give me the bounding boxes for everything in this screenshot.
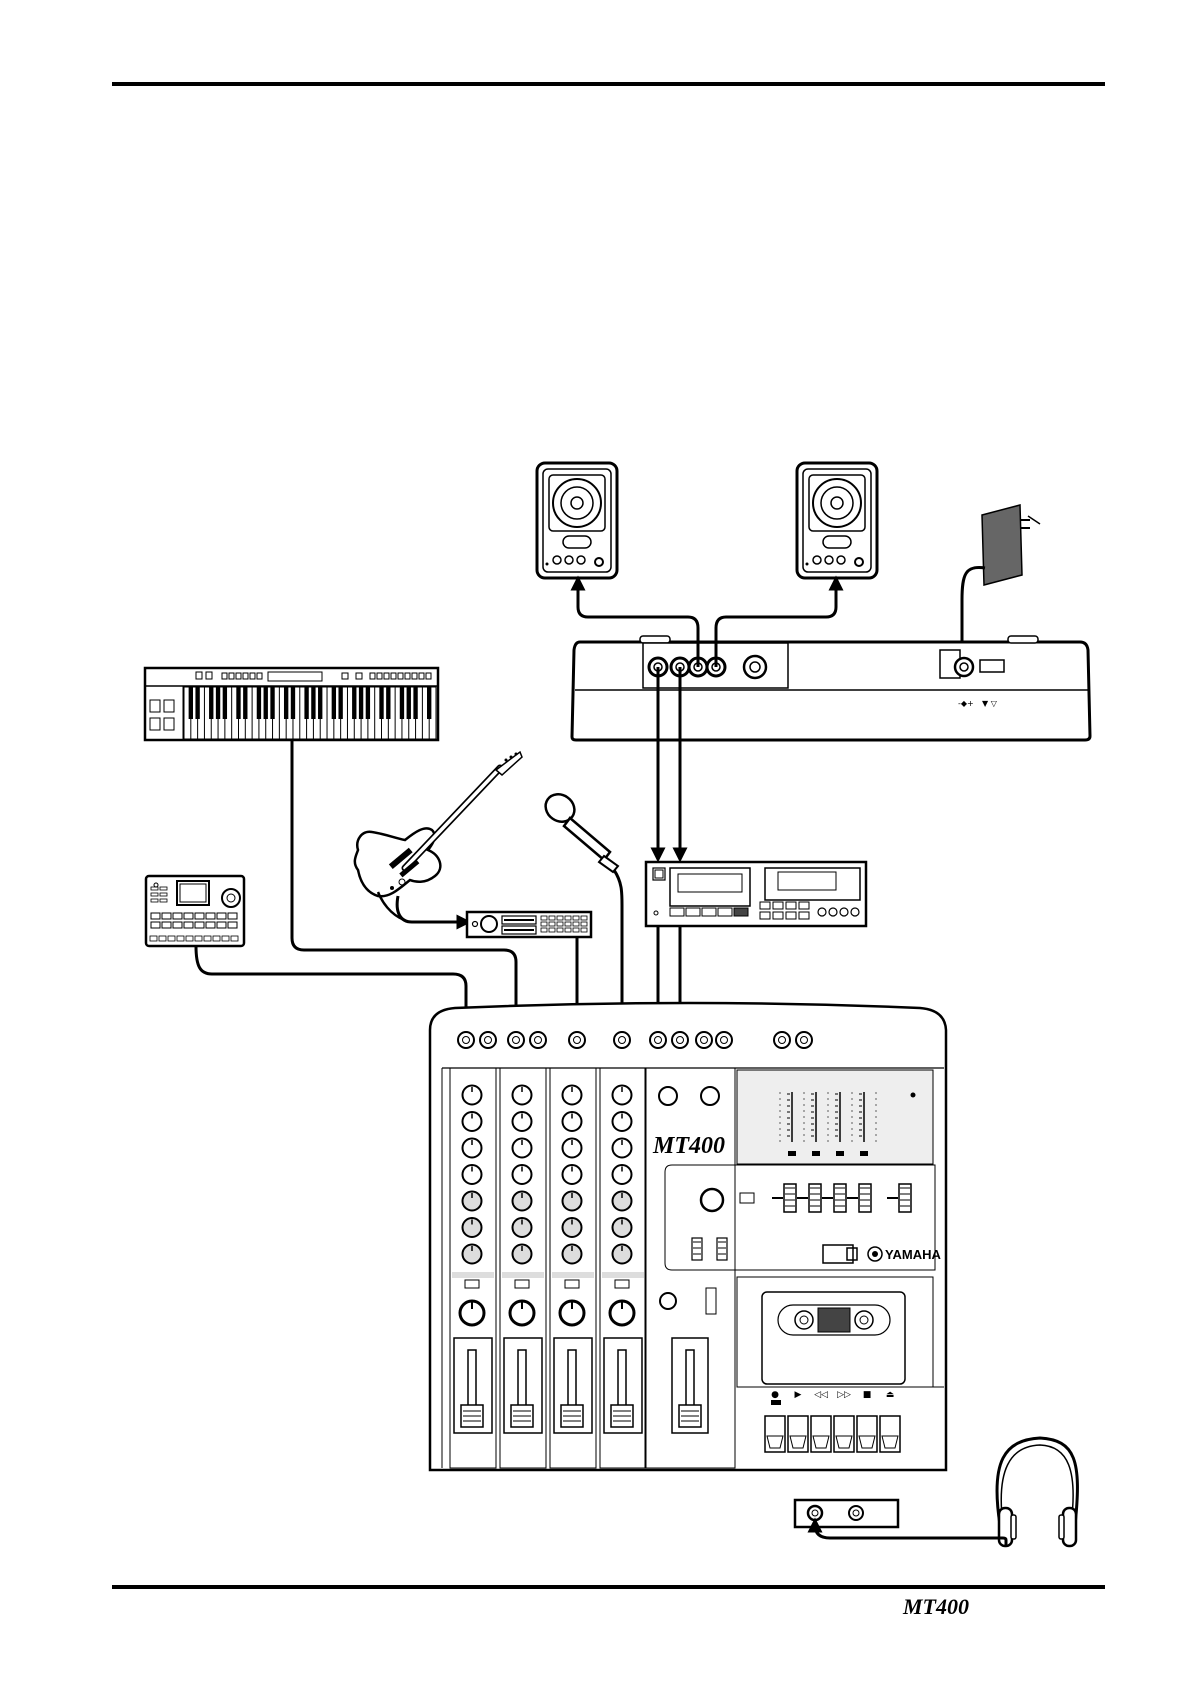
mode-switch (692, 1238, 702, 1260)
mixer-top-panel: MT400 YAMAHA (430, 1003, 946, 1470)
effects-processor-icon (467, 912, 591, 937)
input-jack (508, 1032, 524, 1048)
keyboard-black-key (318, 687, 322, 719)
speaker-right (797, 463, 877, 578)
meter-indicator (812, 1151, 820, 1156)
keyboard-black-key (264, 687, 268, 719)
input-jack (458, 1032, 474, 1048)
svg-text:▼ ▽: ▼ ▽ (982, 699, 998, 708)
effects-processor (467, 912, 591, 937)
speaker-icon (797, 463, 877, 578)
keyboard-black-key (352, 687, 356, 719)
input-jack (672, 1032, 688, 1048)
keyboard-black-key (291, 687, 295, 719)
transport-symbol: ◁◁ (814, 1390, 828, 1400)
mixer-rear-panel: -◆+ ▼ ▽ (572, 636, 1090, 740)
drum-machine-icon (146, 876, 244, 946)
keyboard-black-key (284, 687, 288, 719)
input-jack (480, 1032, 496, 1048)
keyboard-black-key (427, 687, 431, 719)
cassette-deck-icon (646, 862, 866, 926)
mixer-icon: MT400 YAMAHA (430, 1003, 946, 1470)
transport-button (788, 1416, 808, 1452)
input-jack (650, 1032, 666, 1048)
transport-button (834, 1416, 854, 1452)
mode-switch (717, 1238, 727, 1260)
electric-guitar (355, 752, 522, 920)
strip-band (602, 1272, 644, 1278)
power-adapter-icon (982, 505, 1040, 585)
keyboard-black-key (209, 687, 213, 719)
input-jack (614, 1032, 630, 1048)
drum-machine (146, 876, 244, 946)
meter-indicator (788, 1151, 796, 1156)
transport-button (765, 1416, 785, 1452)
keyboard-black-key (386, 687, 390, 719)
input-jack (696, 1032, 712, 1048)
input-jack (774, 1032, 790, 1048)
transport-symbol: ⏏ (886, 1390, 895, 1400)
speaker-icon (537, 463, 617, 578)
speaker-left (537, 463, 617, 578)
keyboard-black-key (304, 687, 308, 719)
keyboard-black-key (243, 687, 247, 719)
meter-indicator (836, 1151, 844, 1156)
cassette-deck (646, 862, 866, 926)
microphone-icon (540, 789, 618, 872)
strip-band (552, 1272, 594, 1278)
keyboard-black-key (379, 687, 383, 719)
keyboard-black-key (257, 687, 261, 719)
headphone-jack-panel (795, 1500, 898, 1527)
keyboard-black-key (270, 687, 274, 719)
strip-band (452, 1272, 494, 1278)
keyboard-black-key (338, 687, 342, 719)
transport-symbol: ▶ (795, 1390, 802, 1400)
footer-model-label: MT400 (902, 1594, 969, 1619)
input-jack (796, 1032, 812, 1048)
transport-button (857, 1416, 877, 1452)
keyboard-black-key (400, 687, 404, 719)
keyboard-black-key (236, 687, 240, 719)
input-jack (530, 1032, 546, 1048)
transport-button (880, 1416, 900, 1452)
keyboard-black-key (195, 687, 199, 719)
keyboard-black-key (223, 687, 227, 719)
keyboard-black-key (407, 687, 411, 719)
keyboard-black-key (189, 687, 193, 719)
headphones (997, 1438, 1077, 1546)
keyboard-black-key (359, 687, 363, 719)
keyboard-black-key (216, 687, 220, 719)
keyboard-black-key (366, 687, 370, 719)
input-jack (716, 1032, 732, 1048)
mixer-brand-label: YAMAHA (885, 1247, 941, 1262)
keyboard-black-key (311, 687, 315, 719)
record-indicator (771, 1400, 781, 1405)
meter-indicator (860, 1151, 868, 1156)
input-jack (569, 1032, 585, 1048)
keyboard-icon (145, 668, 438, 740)
keyboard-black-key (413, 687, 417, 719)
keyboard-black-key (332, 687, 336, 719)
strip-band (502, 1272, 544, 1278)
guitar-icon (355, 752, 522, 920)
transport-symbol: ● (771, 1390, 779, 1400)
transport-button (811, 1416, 831, 1452)
deck-transport-button (734, 908, 748, 916)
keyboard-synth (145, 668, 438, 740)
headphones-icon (997, 1438, 1077, 1546)
mixer-model-label: MT400 (652, 1133, 725, 1159)
transport-symbol: ▷▷ (837, 1390, 851, 1400)
transport-symbol: ■ (863, 1390, 872, 1400)
svg-text:-◆+: -◆+ (958, 699, 974, 708)
microphone (540, 789, 618, 872)
